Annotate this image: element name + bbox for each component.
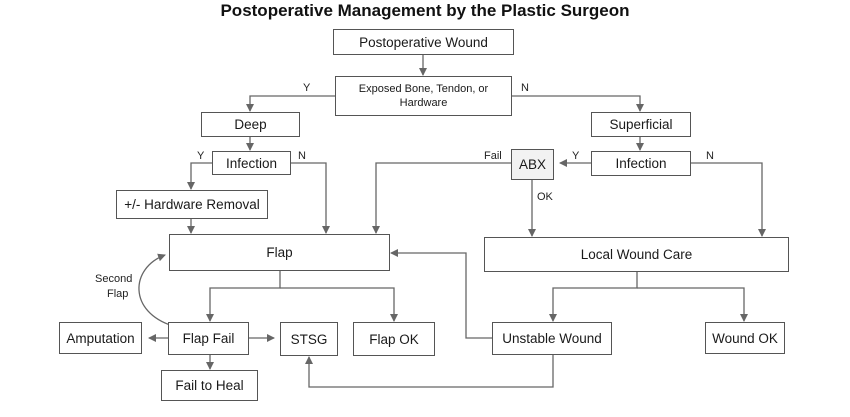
arrow-infection-to-hardware [187, 162, 212, 190]
infection-deep-box: Infection [212, 151, 291, 175]
label-y-exposed: Y [303, 82, 311, 94]
exposed-structures-box: Exposed Bone, Tendon, or Hardware [335, 76, 512, 116]
postoperative-wound-box: Postoperative Wound [333, 29, 514, 55]
arrow-abx-fail-to-flap [372, 162, 511, 234]
label-ok: OK [537, 191, 553, 203]
label-fail: Fail [484, 150, 502, 162]
flap-fail-box: Flap Fail [168, 322, 249, 355]
deep-box: Deep [201, 112, 300, 137]
diagram-title: Postoperative Management by the Plastic … [220, 1, 630, 20]
unstable-wound-box: Unstable Wound [492, 322, 612, 355]
abx-box: ABX [511, 149, 554, 180]
infection-superficial-box: Infection [591, 151, 691, 176]
label-n-infection-deep: N [298, 150, 306, 162]
label-y-infection-deep: Y [197, 150, 205, 162]
flap-box: Flap [169, 234, 390, 271]
label-n-infection-superficial: N [706, 150, 714, 162]
superficial-box: Superficial [591, 112, 691, 137]
label-n-exposed: N [521, 82, 529, 94]
arrow-exposed-to-superficial [512, 95, 644, 112]
arrow-second-flap [138, 253, 174, 327]
arrow-infection-to-localcare [691, 162, 766, 237]
arrow-exposed-to-deep [246, 95, 335, 112]
flap-ok-box: Flap OK [353, 322, 435, 356]
local-wound-care-box: Local Wound Care [484, 237, 789, 272]
arrow-flap-to-flapok [280, 287, 398, 322]
wound-ok-box: Wound OK [705, 322, 785, 354]
amputation-box: Amputation [59, 322, 142, 354]
arrow-unstable-to-stsg [305, 355, 554, 388]
fail-to-heal-box: Fail to Heal [161, 370, 258, 401]
exposed-line-2: Hardware [399, 97, 448, 109]
arrow-localcare-to-unstable [549, 272, 638, 322]
arrow-infection-to-flap [291, 162, 330, 234]
label-second-flap-1: Second [95, 273, 133, 285]
stsg-box: STSG [280, 322, 338, 356]
arrow-localcare-to-woundok [637, 287, 748, 322]
arrow-flap-to-flapfail [206, 271, 281, 322]
label-y-infection-superficial: Y [572, 150, 580, 162]
hardware-removal-box: +/- Hardware Removal [116, 190, 268, 219]
exposed-line-1: Exposed Bone, Tendon, or [358, 83, 489, 95]
arrow-unstable-to-flap [390, 249, 492, 339]
label-second-flap-2: Flap [107, 288, 129, 300]
